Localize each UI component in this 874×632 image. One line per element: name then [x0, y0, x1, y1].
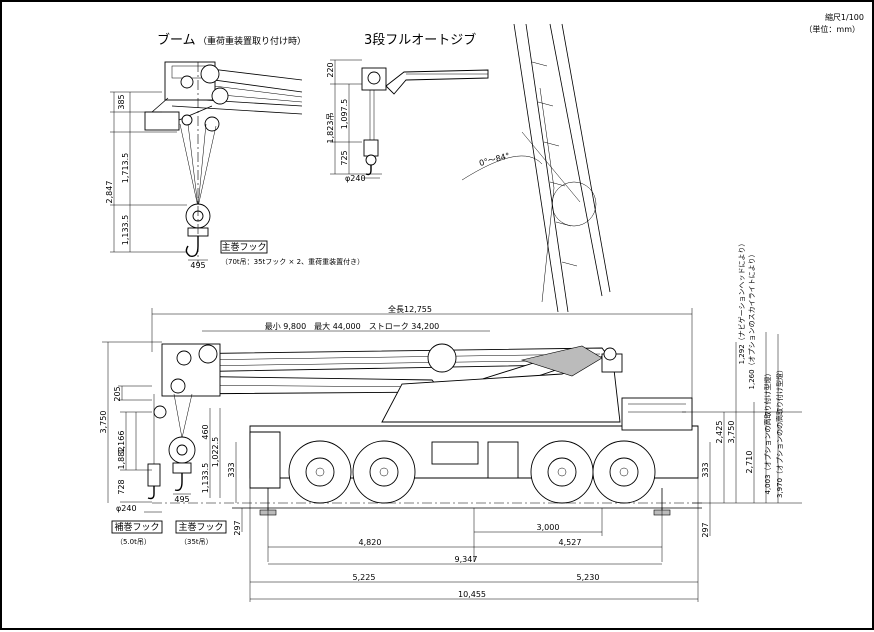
dim-4527: 4,527	[559, 538, 582, 547]
mid-dim-1133: 1,133.5	[201, 463, 210, 494]
left-dim-297: 297	[233, 520, 242, 535]
jib-detail: 220 1,823吊 1,097.5 725 φ240	[326, 59, 489, 183]
right-note-1: 1,292（ナビゲーションヘッドにより）	[737, 240, 746, 365]
jib-angle-label: 0°～84°	[478, 151, 511, 168]
aux-hook-label: 補巻フック	[114, 521, 159, 533]
boom-dim-385: 385	[117, 94, 126, 109]
jib-dim-725: 725	[340, 150, 349, 165]
crane-side-view: 全長12,755 最小 9,800 最大 44,000 ストローク 34,200	[99, 240, 802, 602]
boom-dim-1133: 1,133.5	[121, 215, 130, 246]
right-dim-3750: 3,750	[727, 421, 736, 444]
dim-5225: 5,225	[353, 573, 376, 582]
right-note-2: 1,260（オプションのスカイライトにより）	[748, 251, 756, 390]
boom-dim-495: 495	[190, 261, 205, 270]
right-dim-2710: 2,710	[745, 451, 754, 474]
boom-hook-label: 主巻フック	[221, 241, 266, 253]
mid-dim-1022: 1,022.5	[211, 437, 220, 468]
boom-hook-note: （70t吊：35tフック × 2、重荷重装置付き）	[221, 257, 364, 266]
scale-label: 縮尺1/100	[825, 12, 864, 22]
main-hook-note: （35t吊）	[180, 538, 213, 546]
boom-title: ブーム	[157, 32, 196, 48]
left-dim-3750: 3,750	[99, 411, 108, 434]
dim-10455: 10,455	[458, 590, 486, 599]
right-note-3: 4,003（オプションの高取り付け型燈）	[763, 369, 772, 494]
jib-dim-240: φ240	[345, 174, 366, 183]
jib-dim-220: 220	[326, 62, 335, 77]
dim-9347: 9,347	[455, 555, 478, 564]
boom-hook-label-box	[220, 240, 268, 254]
jib-title: 3段フルオートジブ	[364, 32, 476, 48]
left-dim-728: 728	[117, 479, 126, 494]
aux-hook-note: （5.0t吊）	[116, 538, 151, 546]
main-hook-label-box	[175, 520, 227, 534]
main-hook-label: 主巻フック	[178, 521, 223, 533]
right-note-4: 3,970（オプションのの高取り付け型燈）	[775, 366, 784, 498]
dim-3000: 3,000	[537, 523, 560, 532]
left-dim-1166: 1,166	[117, 431, 126, 454]
boom-title-note: （重荷重装置取り付け時）	[198, 35, 306, 47]
jib-dim-1823: 1,823吊	[326, 113, 335, 144]
overall-length: 全長12,755	[388, 304, 432, 314]
right-dim-333: 333	[701, 462, 710, 477]
left-dim-205: 205	[113, 386, 122, 401]
right-dim-297: 297	[701, 522, 710, 537]
wheel-2	[352, 440, 416, 504]
boom-length: 最小 9,800 最大 44,000 ストローク 34,200	[265, 321, 440, 331]
aux-hook-label-box	[111, 520, 163, 534]
dim-5230: 5,230	[577, 573, 600, 582]
boom-dim-1713: 1,713.5	[121, 153, 130, 184]
raised-jib-view: 0°～84°	[461, 23, 611, 313]
mid-dim-495: 495	[174, 495, 189, 504]
jib-dim-1097: 1,097.5	[340, 99, 349, 130]
boom-head-detail: 385 2,847 1,713.5 1,133.5 495 主巻フック （70t…	[105, 61, 364, 270]
wheel-1	[288, 440, 352, 504]
unit-label: （単位：mm）	[804, 24, 860, 34]
mid-dim-333: 333	[227, 462, 236, 477]
wheel-4	[592, 440, 656, 504]
wheel-3	[530, 440, 594, 504]
boom-dim-2847: 2,847	[105, 181, 114, 204]
right-dim-2425: 2,425	[715, 421, 724, 444]
left-dim-1882: 1,882	[117, 447, 126, 470]
dim-4820: 4,820	[359, 538, 382, 547]
left-dim-240: φ240	[116, 504, 137, 513]
mid-dim-460: 460	[201, 424, 210, 439]
